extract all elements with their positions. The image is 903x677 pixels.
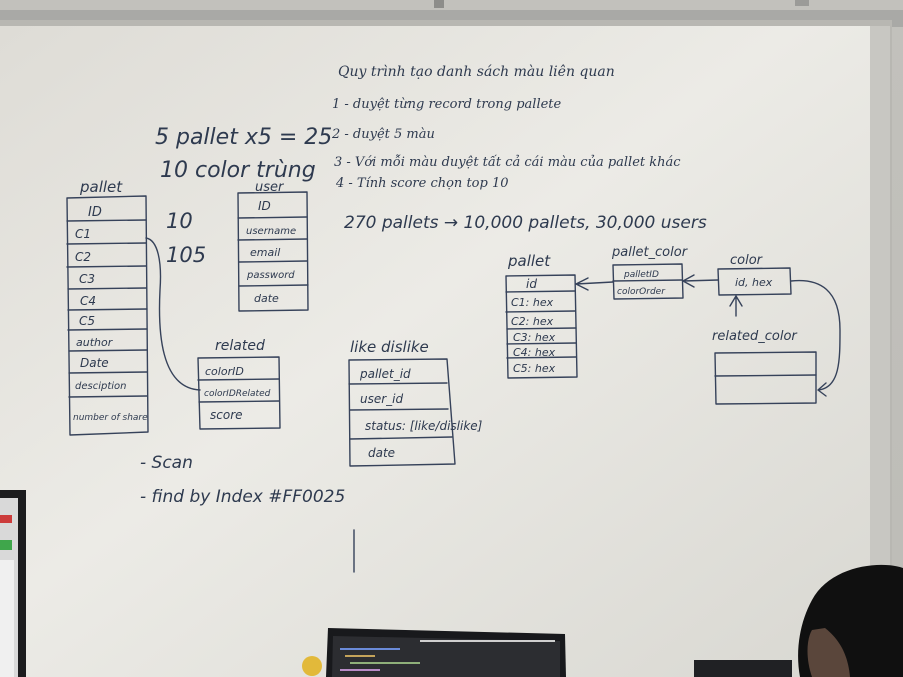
- table-pallet-right: pallet id C1: hex C2: hex C3: hex C4: he…: [505, 252, 578, 379]
- table-field: C4: hex: [513, 346, 556, 359]
- table-field: desciption: [75, 381, 127, 392]
- bottom-note: - find by Index #FF0025: [140, 487, 345, 507]
- table-field: Date: [80, 356, 109, 370]
- table-pallet-left: pallet ID C1 C2 C3 C4 C5 author Date des…: [66, 178, 149, 436]
- table-field: colorOrder: [617, 287, 666, 297]
- table-field: date: [368, 446, 395, 460]
- table-field: username: [246, 226, 296, 237]
- table-field: id, hex: [735, 276, 773, 289]
- table-field: C3: [79, 272, 95, 286]
- table-field: C2: hex: [511, 315, 554, 328]
- table-field: score: [210, 408, 243, 422]
- yellow-object: [302, 656, 322, 676]
- table-color: color id, hex: [717, 253, 841, 397]
- table-field: C1: [75, 227, 91, 241]
- table-title: pallet_color: [611, 245, 689, 260]
- person-head: [798, 564, 903, 677]
- center-monitor: [326, 628, 566, 677]
- process-step: 2 - duyệt 5 màu: [331, 127, 435, 142]
- table-like-dislike: like dislike pallet_id user_id status: […: [348, 338, 483, 467]
- table-field: C4: [80, 294, 96, 308]
- table-field: date: [254, 292, 279, 305]
- process-step: 1 - duyệt từng record trong pallete: [332, 97, 562, 112]
- bottom-notes: - Scan - find by Index #FF0025: [140, 453, 355, 573]
- table-related: related colorID colorIDRelated score: [197, 338, 281, 430]
- table-title: pallet: [79, 178, 123, 196]
- table-field: pallet_id: [359, 367, 411, 381]
- table-field: email: [250, 246, 280, 259]
- bottom-note: - Scan: [140, 453, 193, 473]
- relation-lines-right: [575, 274, 719, 291]
- table-field: C5: hex: [513, 362, 556, 375]
- process-step: 4 - Tính score chọn top 10: [335, 176, 509, 191]
- table-related-color: related_color: [712, 329, 817, 405]
- table-field: ID: [258, 199, 271, 213]
- table-title: related: [215, 338, 265, 354]
- process-notes: Quy trình tạo danh sách màu liên quan 1 …: [331, 64, 707, 233]
- table-field: ID: [88, 205, 102, 220]
- table-field: user_id: [360, 392, 404, 406]
- side-note: 10: [166, 209, 193, 233]
- table-title: user: [255, 180, 285, 195]
- table-title: pallet: [507, 252, 551, 270]
- table-title: related_color: [712, 329, 798, 344]
- left-monitor: [0, 490, 26, 677]
- table-field: C1: hex: [511, 296, 554, 309]
- right-monitor: [694, 660, 792, 677]
- process-title: Quy trình tạo danh sách màu liên quan: [338, 64, 615, 80]
- table-field: password: [246, 270, 295, 281]
- table-field: C2: [75, 250, 91, 264]
- table-field: number of share: [73, 413, 148, 423]
- table-pallet-color: pallet_color palletID colorOrder: [611, 245, 689, 300]
- stats-note: 270 pallets → 10,000 pallets, 30,000 use…: [344, 213, 707, 233]
- process-step: 3 - Với mỗi màu duyệt tất cả cái màu của…: [334, 154, 681, 170]
- calc-notes: 5 pallet x5 = 25 10 color trùng 10 105: [155, 125, 332, 267]
- table-title: color: [730, 253, 764, 268]
- table-field: colorIDRelated: [204, 389, 271, 399]
- table-title: like dislike: [350, 338, 429, 356]
- table-field: author: [76, 336, 114, 349]
- table-field: status: [like/dislike]: [365, 419, 483, 433]
- table-field: id: [526, 277, 537, 291]
- table-field: palletID: [623, 270, 659, 280]
- relation-line: [145, 237, 201, 391]
- table-field: colorID: [205, 365, 244, 378]
- calc-line: 10 color trùng: [160, 158, 316, 183]
- table-field: C5: [79, 314, 95, 328]
- side-note: 105: [166, 243, 206, 267]
- calc-line: 5 pallet x5 = 25: [155, 125, 332, 150]
- table-field: C3: hex: [513, 331, 556, 344]
- table-user: user ID username email password date: [237, 180, 309, 312]
